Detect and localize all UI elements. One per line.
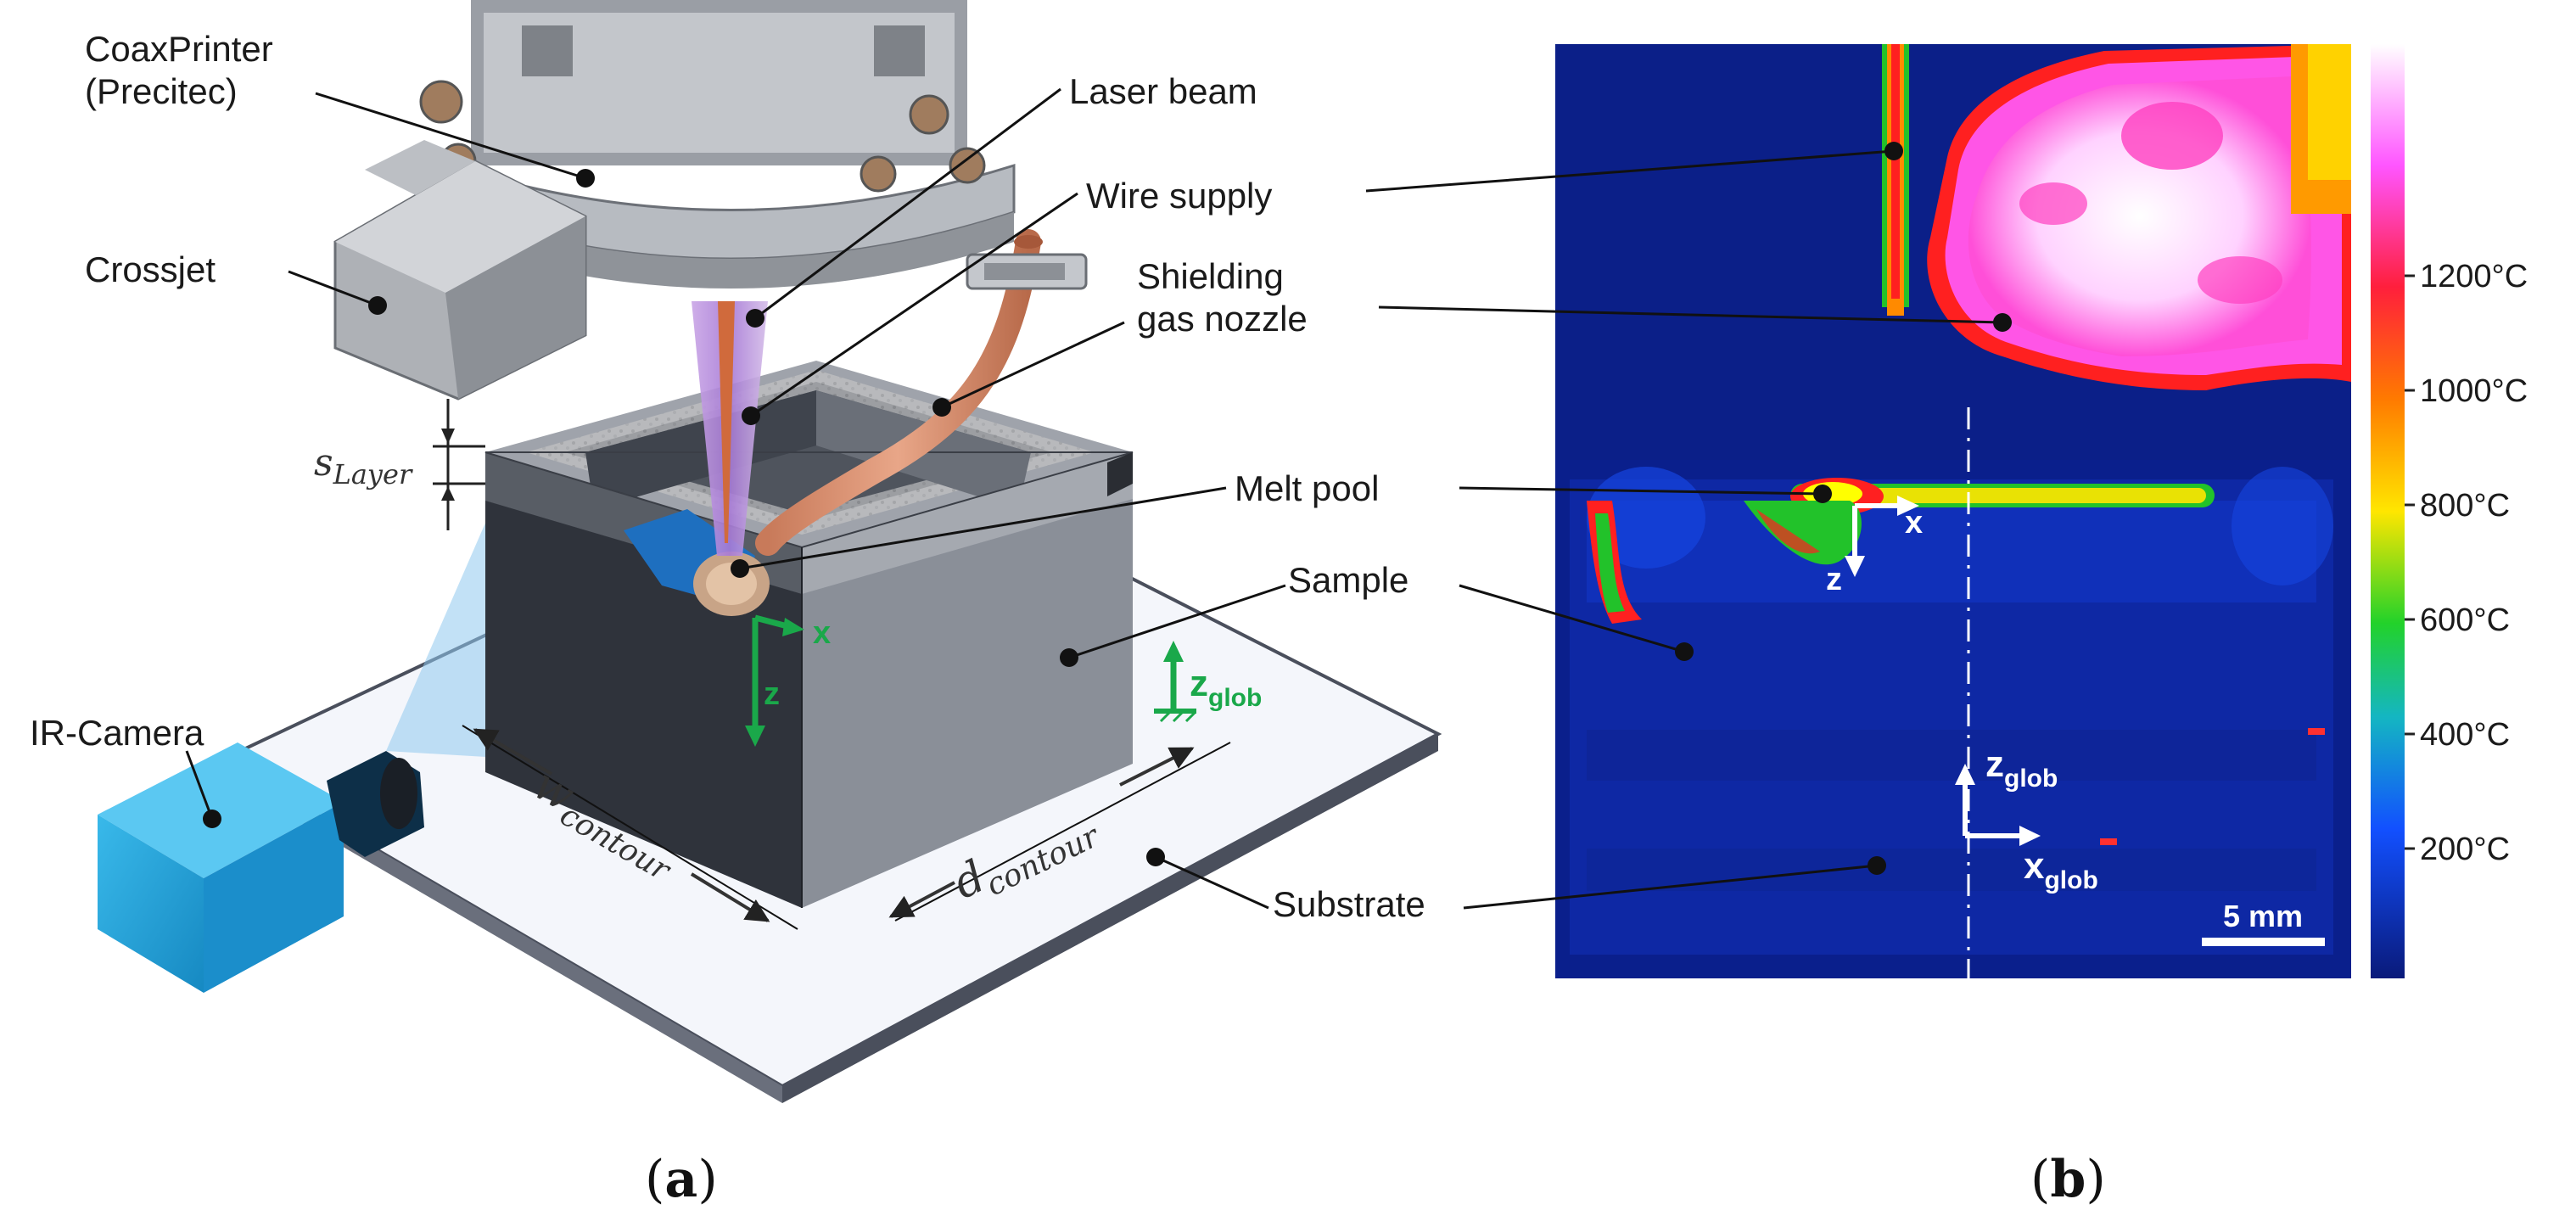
local-x-label-b: x xyxy=(1905,505,1923,541)
wire-supply-label: Wire supply xyxy=(1086,176,1272,216)
local-x-label-a: x xyxy=(813,615,831,651)
ir-camera-label: IR-Camera xyxy=(30,713,204,753)
substrate-label: Substrate xyxy=(1273,884,1425,924)
local-z-label-a: z xyxy=(764,676,780,712)
shielding-label-line2: gas nozzle xyxy=(1137,299,1308,339)
scale-bar: 5 mm xyxy=(2202,899,2325,946)
zglob-label-a: zglob xyxy=(1190,663,1262,712)
hot-plume xyxy=(1927,44,2351,390)
leaders-a xyxy=(185,87,1286,910)
shielding-gas-nozzle xyxy=(755,229,1041,556)
leaders-b xyxy=(1365,142,2012,910)
colorbar-tick-label: 400°C xyxy=(2420,717,2510,753)
shielding-label-line1: Shielding xyxy=(1137,256,1284,296)
coaxprinter-label-line2: (Precitec) xyxy=(85,71,238,111)
colorbar-tick-label: 200°C xyxy=(2420,832,2510,867)
colorbar: 1200°C 1000°C 800°C 600°C 400°C 200°C xyxy=(2371,44,2528,978)
s-layer-label: sLayer xyxy=(314,441,413,490)
coaxprinter-head xyxy=(419,0,1088,290)
local-z-label-b: z xyxy=(1826,562,1842,597)
panel-a: z x zglob sLayer wcontour dcontour xyxy=(30,0,1442,1209)
crossjet-label: Crossjet xyxy=(85,249,216,289)
ir-camera xyxy=(98,742,424,993)
colorbar-tick-label: 1200°C xyxy=(2420,259,2528,294)
sample-label: Sample xyxy=(1288,560,1408,600)
wire-thermal xyxy=(1882,44,1909,316)
colorbar-tick-label: 800°C xyxy=(2420,488,2510,524)
global-z-axis-a: zglob xyxy=(1154,641,1262,723)
melt-pool-thermal xyxy=(1587,478,2325,845)
colorbar-tick-label: 1000°C xyxy=(2420,373,2528,409)
panel-b: z x zglob xglob 5 mm 1200°C10 xyxy=(1365,44,2528,1209)
caption-b: (b) xyxy=(2030,1150,2106,1209)
laser-beam-label: Laser beam xyxy=(1069,71,1257,111)
local-axes-a: z x xyxy=(745,614,831,747)
melt-pool-label: Melt pool xyxy=(1235,468,1379,508)
colorbar-tick-label: 600°C xyxy=(2420,602,2510,638)
zglob-label-b: zglob xyxy=(1985,743,2058,793)
global-axes-b: zglob xglob xyxy=(1955,743,2098,894)
caption-a: (a) xyxy=(645,1150,718,1209)
s-layer-dimension xyxy=(433,399,485,530)
w-contour-dimension xyxy=(462,725,798,930)
scale-bar-label: 5 mm xyxy=(2223,899,2303,933)
coaxprinter-label-line1: CoaxPrinter xyxy=(85,29,273,69)
d-contour-dimension xyxy=(888,742,1231,922)
local-axes-b: z x xyxy=(1826,496,1923,597)
xglob-label-b: xglob xyxy=(2024,845,2098,894)
crossjet xyxy=(333,140,587,401)
wire xyxy=(718,301,735,543)
